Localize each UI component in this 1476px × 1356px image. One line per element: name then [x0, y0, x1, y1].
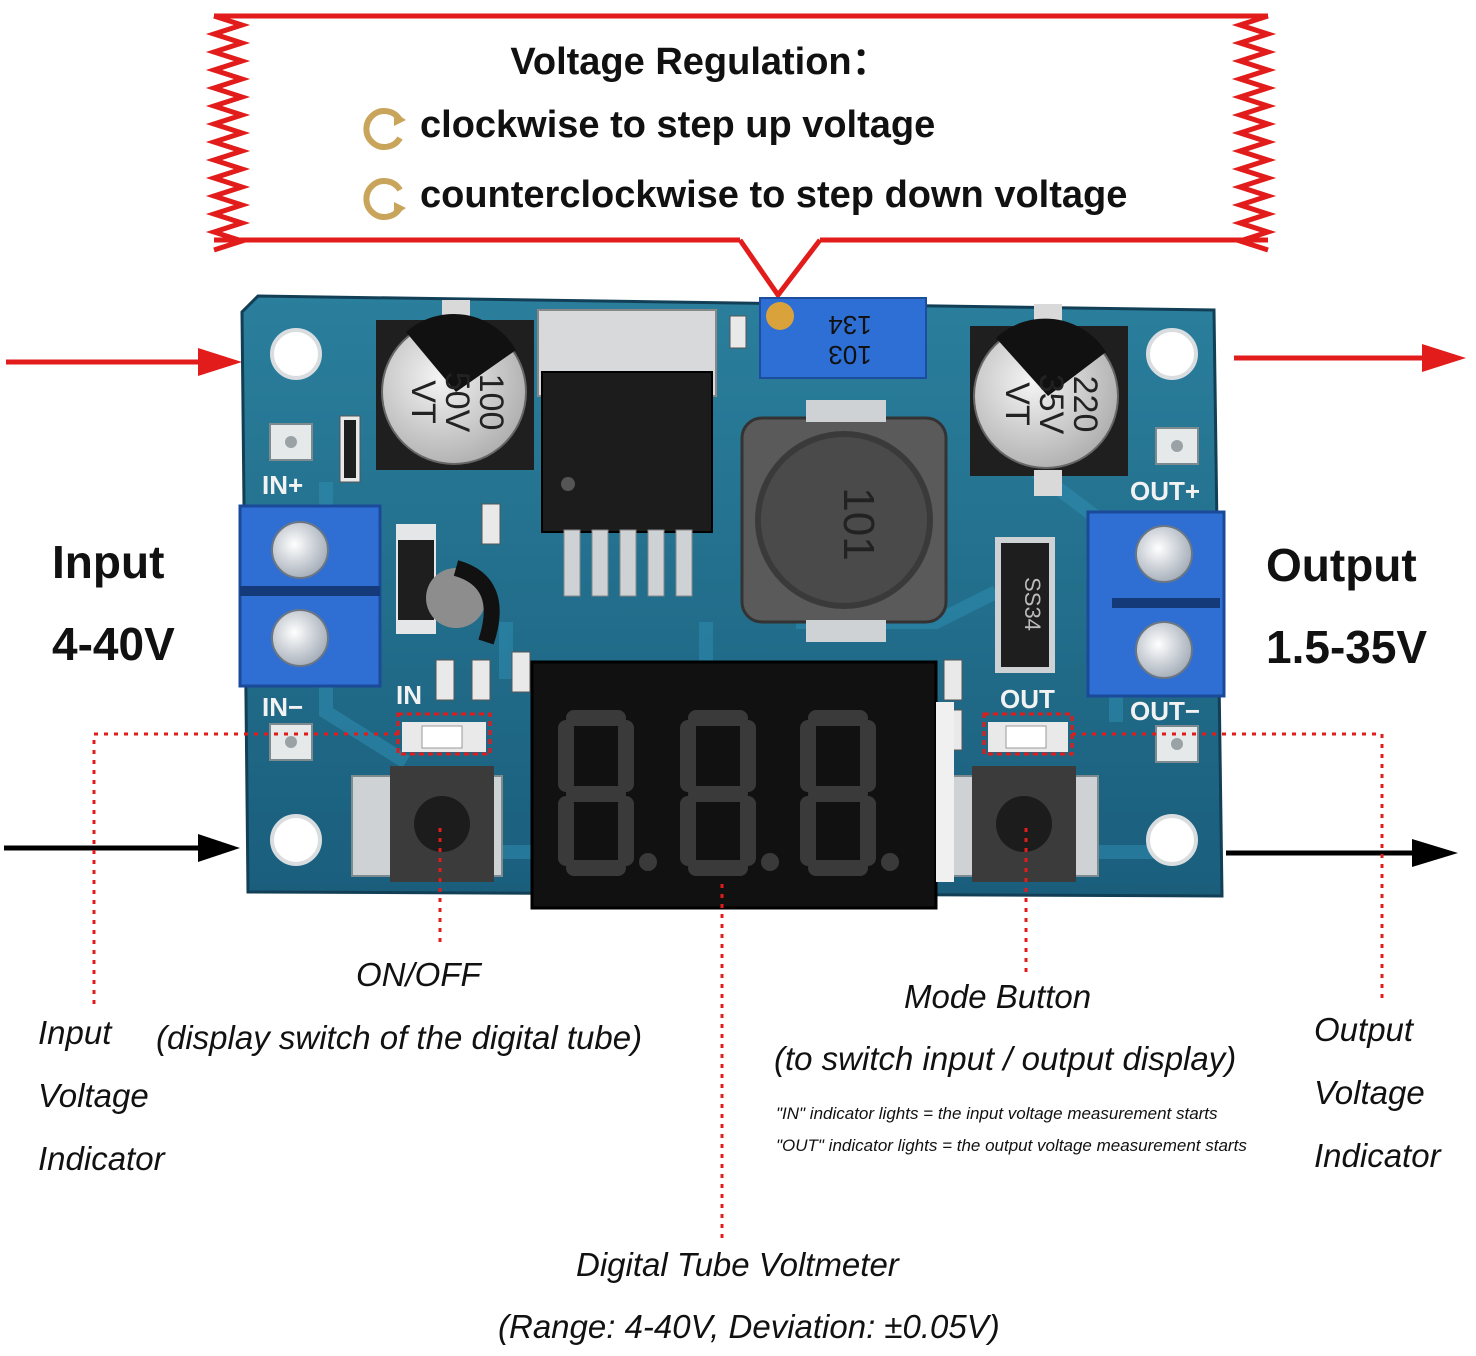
onoff-push-button[interactable] [351, 766, 503, 882]
pot-code-top: 103 [828, 340, 871, 370]
out-plus-label: OUT+ [1130, 476, 1200, 506]
callout-clockwise-text: clockwise to step up voltage [420, 104, 936, 146]
output-indicator-line-2: Voltage [1314, 1074, 1425, 1111]
input-indicator-line-2: Voltage [38, 1077, 149, 1114]
output-black-arrow [1226, 839, 1458, 867]
output-cap-brand: VT [998, 382, 1036, 425]
output-cap-value: 220 [1066, 376, 1104, 433]
clockwise-arrow-icon [363, 108, 406, 150]
input-black-arrow [4, 834, 240, 862]
callout-wavy-left-edge [205, 13, 251, 253]
callout-counterclockwise-text: counterclockwise to step down voltage [420, 174, 1128, 216]
input-diode [396, 524, 436, 634]
callout-border [214, 13, 1268, 243]
in-minus-label: IN− [262, 692, 303, 722]
voltmeter-description: (Range: 4-40V, Deviation: ±0.05V) [498, 1308, 1000, 1345]
input-cap-brand: VT [404, 380, 442, 423]
potentiometer[interactable]: 103 134 [759, 297, 927, 379]
inductor-code: 101 [834, 487, 883, 560]
callout-pointer [737, 238, 822, 300]
digital-tube-display [530, 660, 954, 910]
diode-code: SS34 [1020, 577, 1045, 631]
onoff-description: (display switch of the digital tube) [156, 1019, 643, 1056]
input-indicator-line-3: Indicator [38, 1140, 165, 1177]
mode-push-button[interactable] [947, 766, 1099, 882]
input-indicator-line-1: Input [38, 1014, 112, 1051]
input-red-arrow [6, 348, 242, 376]
inductor: 101 [740, 400, 948, 642]
callout-title: Voltage Regulation： [510, 41, 890, 83]
out-indicator-led [988, 722, 1068, 752]
in-plus-label: IN+ [262, 470, 303, 500]
voltmeter-title: Digital Tube Voltmeter [576, 1246, 899, 1283]
in-led-label: IN [396, 680, 422, 710]
input-label: Input [52, 536, 165, 588]
out-minus-label: OUT− [1130, 696, 1200, 726]
output-indicator-line-3: Indicator [1314, 1137, 1441, 1174]
mode-button-title: Mode Button [904, 978, 1092, 1015]
onoff-title: ON/OFF [356, 956, 481, 993]
callout-wavy-right-edge [1231, 13, 1277, 253]
output-red-arrow [1234, 344, 1466, 372]
pot-code-bottom: 134 [828, 310, 871, 340]
connection-arrows [4, 344, 1466, 867]
output-label: Output [1266, 539, 1417, 591]
mounting-holes [270, 328, 1198, 866]
callout-wave-path [1231, 13, 1277, 253]
input-range: 4-40V [52, 618, 175, 670]
counterclockwise-arrow-icon [363, 178, 406, 220]
voltage-regulation-callout [205, 13, 1277, 300]
schottky-diode: SS34 [995, 537, 1055, 673]
output-terminal-block [1086, 510, 1226, 698]
input-cap-voltage: 50V [438, 372, 476, 433]
regulator-ic [537, 309, 717, 597]
output-cap-voltage: 35V [1032, 374, 1070, 435]
output-capacitor: 220 35V VT [970, 304, 1128, 496]
input-terminal-block [238, 504, 382, 688]
mode-note-in: "IN" indicator lights = the input voltag… [776, 1104, 1218, 1123]
mode-note-out: "OUT" indicator lights = the output volt… [776, 1136, 1247, 1155]
in-indicator-led [402, 722, 486, 752]
out-led-label: OUT [1000, 684, 1055, 714]
mode-button-description: (to switch input / output display) [774, 1040, 1237, 1077]
leader-input-indicator [92, 732, 398, 1004]
leader-output-indicator [1072, 732, 1384, 1004]
input-capacitor: 100 50V VT [376, 300, 534, 470]
callout-wave-path [205, 13, 251, 253]
input-cap-value: 100 [472, 374, 510, 431]
output-indicator-line-1: Output [1314, 1011, 1414, 1048]
output-range: 1.5-35V [1266, 621, 1428, 673]
pcb-board: 100 50V VT 220 35V VT [238, 294, 1226, 910]
